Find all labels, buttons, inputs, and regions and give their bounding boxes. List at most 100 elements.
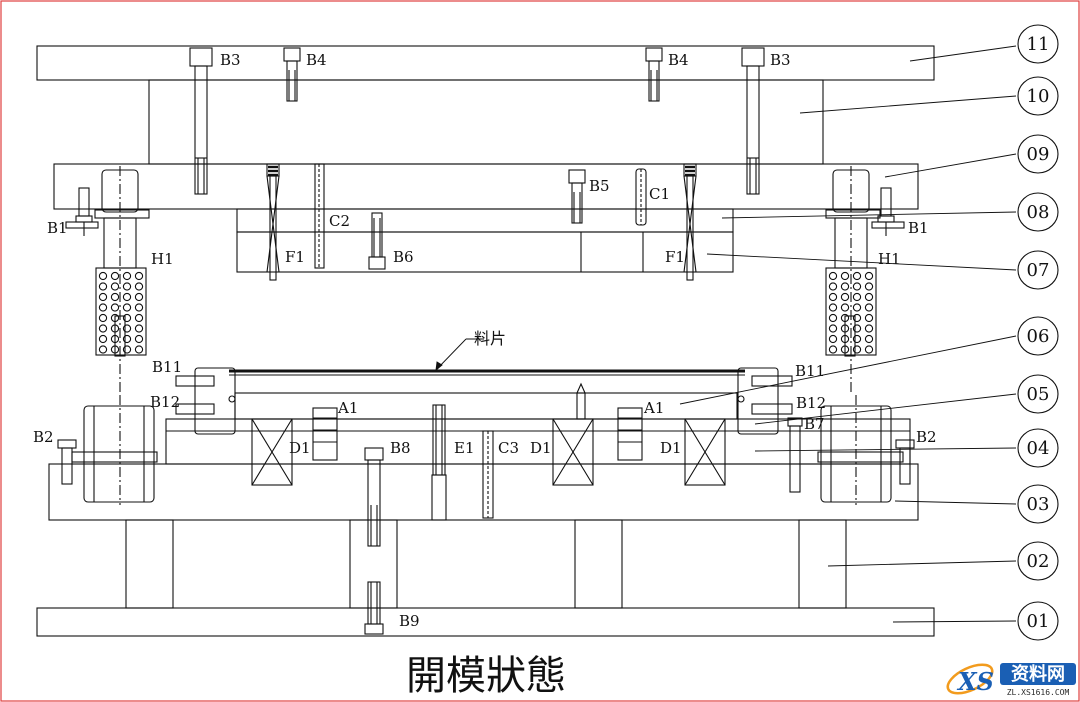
- ball-bearing: [852, 345, 862, 354]
- ball-bearing: [122, 334, 132, 344]
- label-b6: B6: [393, 248, 414, 266]
- ball-bearing: [122, 313, 132, 323]
- callout-05: [1017, 374, 1059, 414]
- watermark-url: ZL.XS1616.COM: [1007, 688, 1070, 697]
- ball-bearing: [828, 271, 838, 281]
- bolt-b8: [364, 447, 384, 547]
- ball-bearing: [864, 282, 874, 291]
- bolt-b4-left: [283, 47, 301, 102]
- label-b11-left: B11: [152, 358, 182, 376]
- pilot-a1-left: [312, 407, 338, 461]
- ball-bearing: [864, 345, 874, 354]
- label-b3-right: B3: [770, 51, 791, 69]
- ball-bearing: [840, 271, 850, 281]
- label-b12-left: B12: [150, 393, 180, 411]
- ball-bearing: [98, 303, 108, 312]
- pin-c1: [635, 168, 647, 226]
- label-h1-left: H1: [151, 250, 174, 268]
- die-block-d1-right: [684, 418, 726, 486]
- ball-bearing: [122, 303, 132, 312]
- label-b7: B7: [804, 415, 825, 433]
- ball-cage-h1-left: [95, 267, 147, 357]
- ball-bearing: [134, 292, 144, 302]
- ball-bearing: [98, 292, 108, 302]
- label-b8: B8: [390, 439, 411, 457]
- parallel-02-2: [349, 519, 398, 609]
- parallel-02-4: [798, 519, 847, 609]
- label-c2: C2: [329, 212, 350, 230]
- ball-bearing: [852, 334, 862, 344]
- die-block-d1-mid: [552, 418, 594, 486]
- label-c1: C1: [649, 185, 670, 203]
- ball-bearing: [98, 271, 108, 281]
- bolt-b5: [568, 169, 586, 224]
- ball-bearing: [110, 303, 120, 312]
- side-guide-left: [175, 367, 236, 435]
- callout-04: [1017, 428, 1059, 468]
- bolt-b4-right: [645, 47, 663, 102]
- watermark-badge: [1000, 663, 1076, 685]
- pilot-pin-center: [576, 382, 586, 420]
- label-b2-left: B2: [33, 428, 54, 446]
- callout-01-text: 01: [1027, 611, 1050, 632]
- ball-bearing: [134, 303, 144, 312]
- guide-post-left: [94, 166, 150, 395]
- ball-bearing: [828, 324, 838, 333]
- ball-bearing: [828, 313, 838, 323]
- label-h1-right: H1: [878, 250, 901, 268]
- bolt-b6: [368, 212, 386, 270]
- ball-bearing: [98, 313, 108, 323]
- callout-03-text: 03: [1027, 494, 1050, 515]
- ball-bearing: [852, 313, 862, 323]
- ball-bearing: [852, 292, 862, 302]
- bolt-b3-left: [189, 47, 213, 195]
- ball-bearing: [110, 282, 120, 291]
- plate-08: [236, 208, 734, 233]
- plate-09: [53, 163, 919, 210]
- label-d1-left: D1: [289, 439, 311, 457]
- screw-b1-right: [871, 187, 905, 236]
- ball-bearing: [864, 313, 874, 323]
- parallel-02-3: [574, 519, 623, 609]
- screw-b7: [787, 417, 803, 493]
- ejector-e1: [431, 404, 447, 521]
- watermark-name: 资料网: [1011, 663, 1065, 685]
- ball-bearing: [864, 334, 874, 344]
- label-c3: C3: [498, 439, 519, 457]
- label-b3-left: B3: [220, 51, 241, 69]
- ball-bearing: [134, 271, 144, 281]
- guide-bushing-right: [817, 395, 904, 505]
- ball-bearing: [122, 271, 132, 281]
- label-b5: B5: [589, 177, 610, 195]
- callout-10-text: 10: [1027, 86, 1050, 107]
- callout-06-text: 06: [1027, 326, 1050, 347]
- ball-bearing: [828, 334, 838, 344]
- bolt-b3-right: [741, 47, 765, 195]
- pin-c3: [482, 430, 494, 519]
- label-f1-right: F1: [665, 248, 685, 266]
- label-a1-right: A1: [643, 399, 664, 417]
- ball-bearing: [864, 271, 874, 281]
- callout-09: [1017, 134, 1059, 174]
- ball-bearing: [852, 271, 862, 281]
- callout-04-text: 04: [1027, 438, 1050, 459]
- label-b11-right: B11: [795, 362, 825, 380]
- guide-bushing-left: [71, 395, 158, 505]
- ball-bearing: [134, 345, 144, 354]
- punch-f1-left: [266, 163, 280, 281]
- ball-bearing: [110, 292, 120, 302]
- ball-bearing: [864, 303, 874, 312]
- plate-01: [36, 607, 935, 637]
- callout-10: [1017, 76, 1059, 116]
- callout-02-text: 02: [1027, 551, 1050, 572]
- ball-bearing: [840, 303, 850, 312]
- ball-bearing: [98, 282, 108, 291]
- ball-bearing: [828, 292, 838, 302]
- ball-cage-h1-right: [825, 267, 877, 357]
- screw-b2-left: [57, 439, 77, 485]
- label-b4-right: B4: [668, 51, 689, 69]
- callout-11: [1017, 24, 1059, 64]
- ball-bearing: [110, 271, 120, 281]
- callout-01: [1017, 601, 1059, 641]
